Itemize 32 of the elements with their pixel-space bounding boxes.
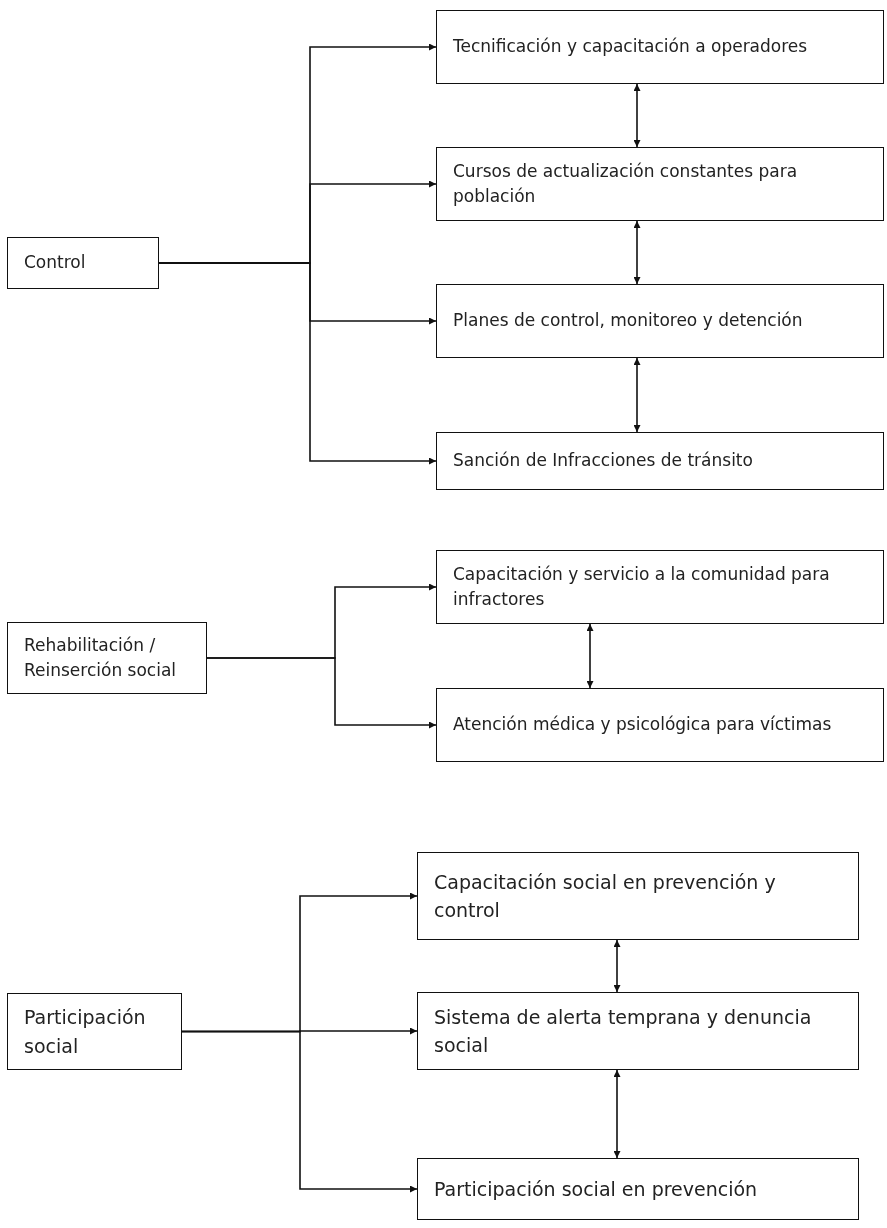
arrow [613, 1069, 621, 1159]
process-box [436, 550, 884, 624]
process-box [7, 622, 207, 694]
process-box [436, 688, 884, 762]
box-label: Participación social en prevención [434, 1176, 759, 1202]
box-label: Planes de control, monitoreo y detención [453, 309, 804, 333]
arrow [633, 83, 641, 148]
arrow [633, 220, 641, 285]
box-label: Participación social [24, 1005, 147, 1059]
arrow [613, 939, 621, 993]
process-box [417, 852, 859, 940]
process-box [436, 147, 884, 221]
process-box [7, 237, 159, 289]
process-box [7, 993, 182, 1070]
arrow [586, 623, 594, 689]
process-box [436, 432, 884, 490]
box-label: Rehabilitación / Reinserción social [24, 633, 178, 682]
process-box [417, 992, 859, 1070]
box-label: Cursos de actualización constantes para población [453, 159, 799, 208]
process-box [436, 284, 884, 358]
process-box [417, 1158, 859, 1220]
box-label: Tecnificación y capacitación a operadores [453, 35, 809, 59]
box-label: Sistema de alerta temprana y denuncia social [434, 1004, 813, 1058]
box-label: Capacitación social en prevención y control [434, 869, 777, 923]
box-label: Control [24, 251, 87, 275]
box-label: Atención médica y psicológica para víctimas [453, 713, 833, 737]
arrow [633, 357, 641, 433]
box-label: Sanción de Infracciones de tránsito [453, 449, 754, 473]
process-box [436, 10, 884, 84]
box-label: Capacitación y servicio a la comunidad para infractores [453, 562, 831, 611]
arrow [206, 657, 437, 729]
arrow [181, 1030, 418, 1193]
